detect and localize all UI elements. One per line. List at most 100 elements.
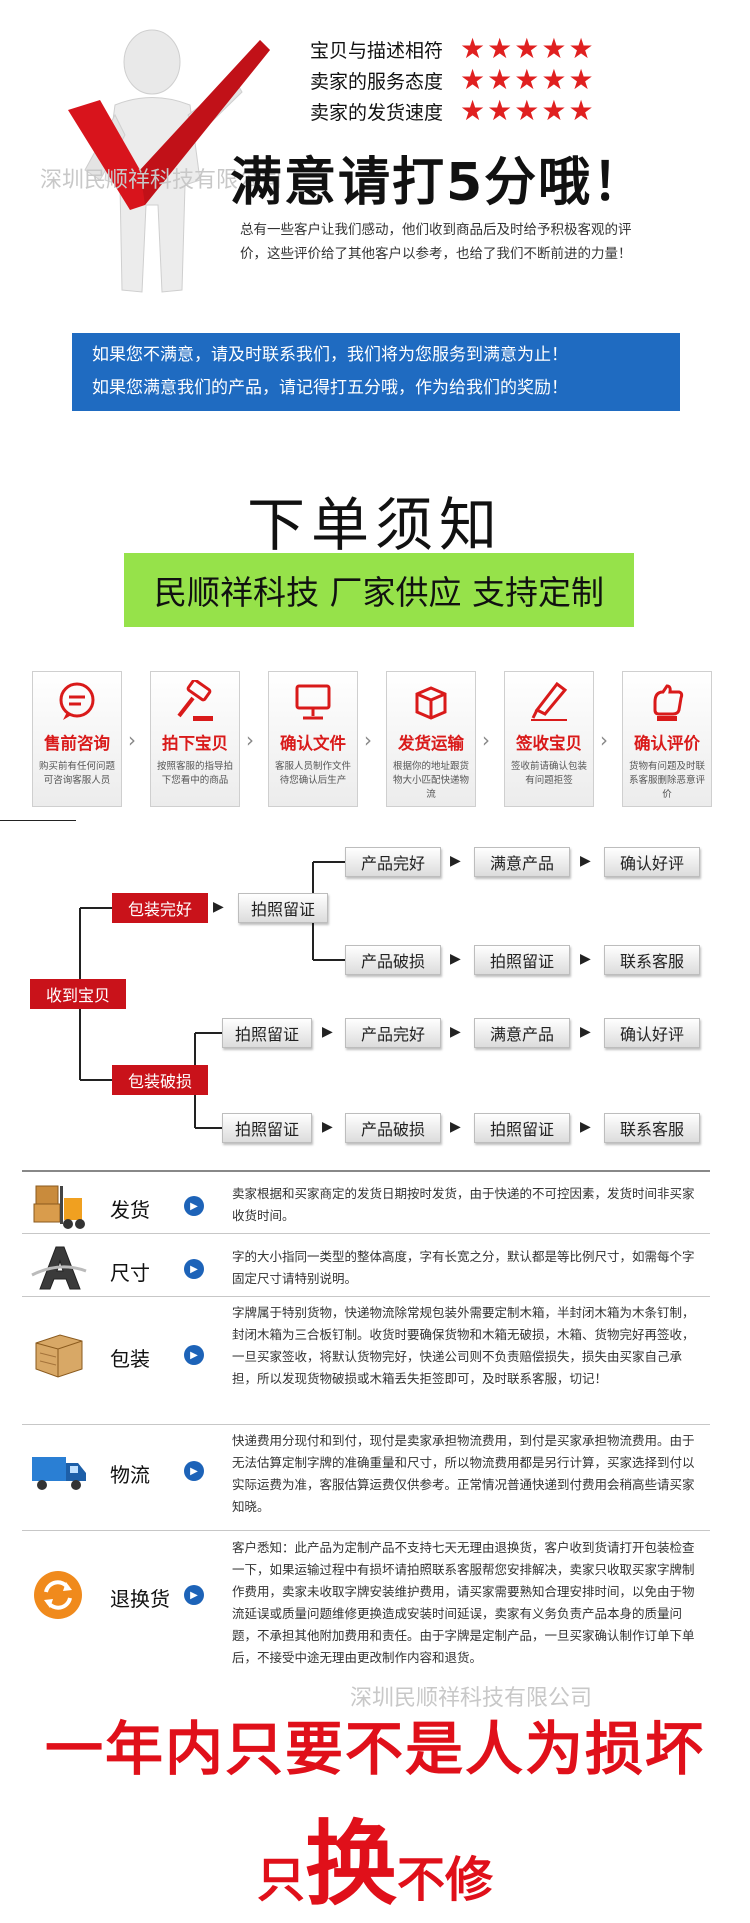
play-circle-icon: ▶ [184,1259,204,1279]
star-icon: ★ [487,63,513,96]
refresh-arrows-icon [30,1568,88,1622]
rating-label: 宝贝与描述相符 [310,39,444,62]
step-title: 售前咨询 [44,734,110,753]
step-shipping: 发货运输 根据你的地址跟货物大小匹配快递物流 [386,671,476,807]
flow-photo-proof: 拍照留证 [222,1018,312,1048]
step-confirm-file: 确认文件 客服人员制作文件待您确认后生产 [268,671,358,807]
watermark: 深圳民顺祥科技有限公司 [350,1686,593,1711]
info-label: 包装 [110,1347,150,1371]
delivery-truck-icon [30,1443,88,1497]
step-presale-consult: 售前咨询 购买前有任何问题可咨询客服人员 [32,671,122,807]
step-desc: 根据你的地址跟货物大小匹配快递物流 [392,761,469,800]
table-divider [22,1296,710,1297]
table-divider [22,1530,710,1531]
watermark: 深圳民顺祥科技有限公司 [40,168,283,193]
step-title: 签收宝贝 [516,734,582,753]
play-arrow-icon: ▶ [580,853,591,869]
table-divider [22,1233,710,1234]
rating-hand-icon [645,680,689,724]
section-title: 下单须知 [246,491,503,559]
star-icon: ★ [568,94,594,127]
flow-product-intact: 产品完好 [345,847,441,877]
star-icon: ★ [514,32,540,65]
five-stars: ★★★★★ [460,97,594,125]
play-arrow-icon: ▶ [450,1024,461,1040]
flow-contact-service: 联系客服 [604,1113,700,1143]
guarantee-line-1: 一年内只要不是人为损坏 [44,1715,705,1783]
flow-confirm-review: 确认好评 [604,847,700,877]
play-arrow-icon: ▶ [213,899,224,915]
play-arrow-icon: ▶ [450,853,461,869]
flow-product-intact: 产品完好 [345,1018,441,1048]
wooden-crate-icon [30,1327,88,1381]
star-icon: ★ [514,63,540,96]
step-desc: 货物有问题及时联系客服删除恶意评价 [628,761,705,800]
star-icon: ★ [541,32,567,65]
notice-line-2: 如果您满意我们的产品，请记得打五分哦，作为给我们的奖励！ [92,378,568,398]
star-icon: ★ [514,94,540,127]
star-icon: ★ [487,32,513,65]
flow-product-damaged: 产品破损 [345,945,441,975]
info-text: 客户悉知：此产品为定制产品不支持七天无理由退换货，客户收到货请打开包装检查一下，… [232,1540,695,1665]
flow-satisfied-product: 满意产品 [474,1018,570,1048]
five-stars: ★★★★★ [460,66,594,94]
step-title: 确认文件 [280,734,346,753]
rating-row-service: 卖家的服务态度 ★★★★★ [310,66,594,94]
info-text: 字牌属于特别货物，快递物流除常规包装外需要定制木箱，半封闭木箱为木条钉制，封闭木… [232,1305,695,1386]
company-banner: 民顺祥科技 厂家供应 支持定制 [124,553,634,627]
info-text: 快递费用分现付和到付，现付是卖家承担物流费用，到付是买家承担物流费用。由于无法估… [232,1433,695,1514]
pen-sign-icon [527,680,571,724]
star-icon: ★ [568,32,594,65]
star-icon: ★ [460,63,486,96]
star-icon: ★ [487,94,513,127]
five-stars: ★★★★★ [460,35,594,63]
flow-photo-proof: 拍照留证 [474,1113,570,1143]
rating-row-description: 宝贝与描述相符 ★★★★★ [310,35,594,63]
step-title: 确认评价 [634,734,700,753]
info-text: 字的大小指同一类型的整体高度，字有长宽之分，默认都是等比例尺寸，如需每个字固定尺… [232,1249,695,1286]
play-arrow-icon: ▶ [580,1024,591,1040]
auction-hammer-icon [173,678,217,724]
step-place-order: 拍下宝贝 按照客服的指导拍下您看中的商品 [150,671,240,807]
info-text: 卖家根据和买家商定的发货日期按时发货，由于快递的不可控因素，发货时间非买家收货时… [232,1186,695,1223]
notice-line-1: 如果您不满意，请及时联系我们，我们将为您服务到满意为止！ [92,345,568,365]
star-icon: ★ [541,94,567,127]
play-arrow-icon: ▶ [450,1119,461,1135]
info-label: 发货 [110,1198,150,1222]
star-icon: ★ [460,94,486,127]
guarantee-replace: 换 [304,1811,397,1918]
info-label: 退换货 [110,1587,170,1611]
guarantee-no-repair: 不修 [397,1852,494,1908]
guarantee-line-2: 只换不修 [0,1790,750,1923]
rating-label: 卖家的发货速度 [310,101,444,124]
package-icon [409,680,453,724]
play-circle-icon: ▶ [184,1345,204,1365]
play-arrow-icon: ▶ [580,1119,591,1135]
flow-product-damaged: 产品破损 [345,1113,441,1143]
mascot-checkmark-figure [60,20,290,300]
flow-satisfied-product: 满意产品 [474,847,570,877]
play-circle-icon: ▶ [184,1461,204,1481]
play-circle-icon: ▶ [184,1585,204,1605]
chat-bubble-icon [55,680,99,724]
chevron-right-icon: › [600,728,608,752]
step-desc: 购买前有任何问题可咨询客服人员 [38,761,115,786]
chevron-right-icon: › [128,728,136,752]
play-circle-icon: ▶ [184,1196,204,1216]
play-arrow-icon: ▶ [322,1119,333,1135]
letter-a-icon [30,1241,88,1295]
info-label: 尺寸 [110,1261,150,1285]
step-desc: 客服人员制作文件待您确认后生产 [274,761,351,786]
star-icon: ★ [541,63,567,96]
flow-contact-service: 联系客服 [604,945,700,975]
step-desc: 按照客服的指导拍下您看中的商品 [156,761,233,786]
table-divider [22,1424,710,1425]
play-arrow-icon: ▶ [322,1024,333,1040]
flow-photo-proof: 拍照留证 [238,893,328,923]
step-sign-receipt: 签收宝贝 签收前请确认包装有问题拒签 [504,671,594,807]
star-icon: ★ [568,63,594,96]
flow-photo-proof: 拍照留证 [222,1113,312,1143]
contact-notice-box: 如果您不满意，请及时联系我们，我们将为您服务到满意为止！ 如果您满意我们的产品，… [72,333,680,411]
monitor-icon [291,680,335,724]
flow-package-damaged: 包装破损 [112,1065,208,1095]
